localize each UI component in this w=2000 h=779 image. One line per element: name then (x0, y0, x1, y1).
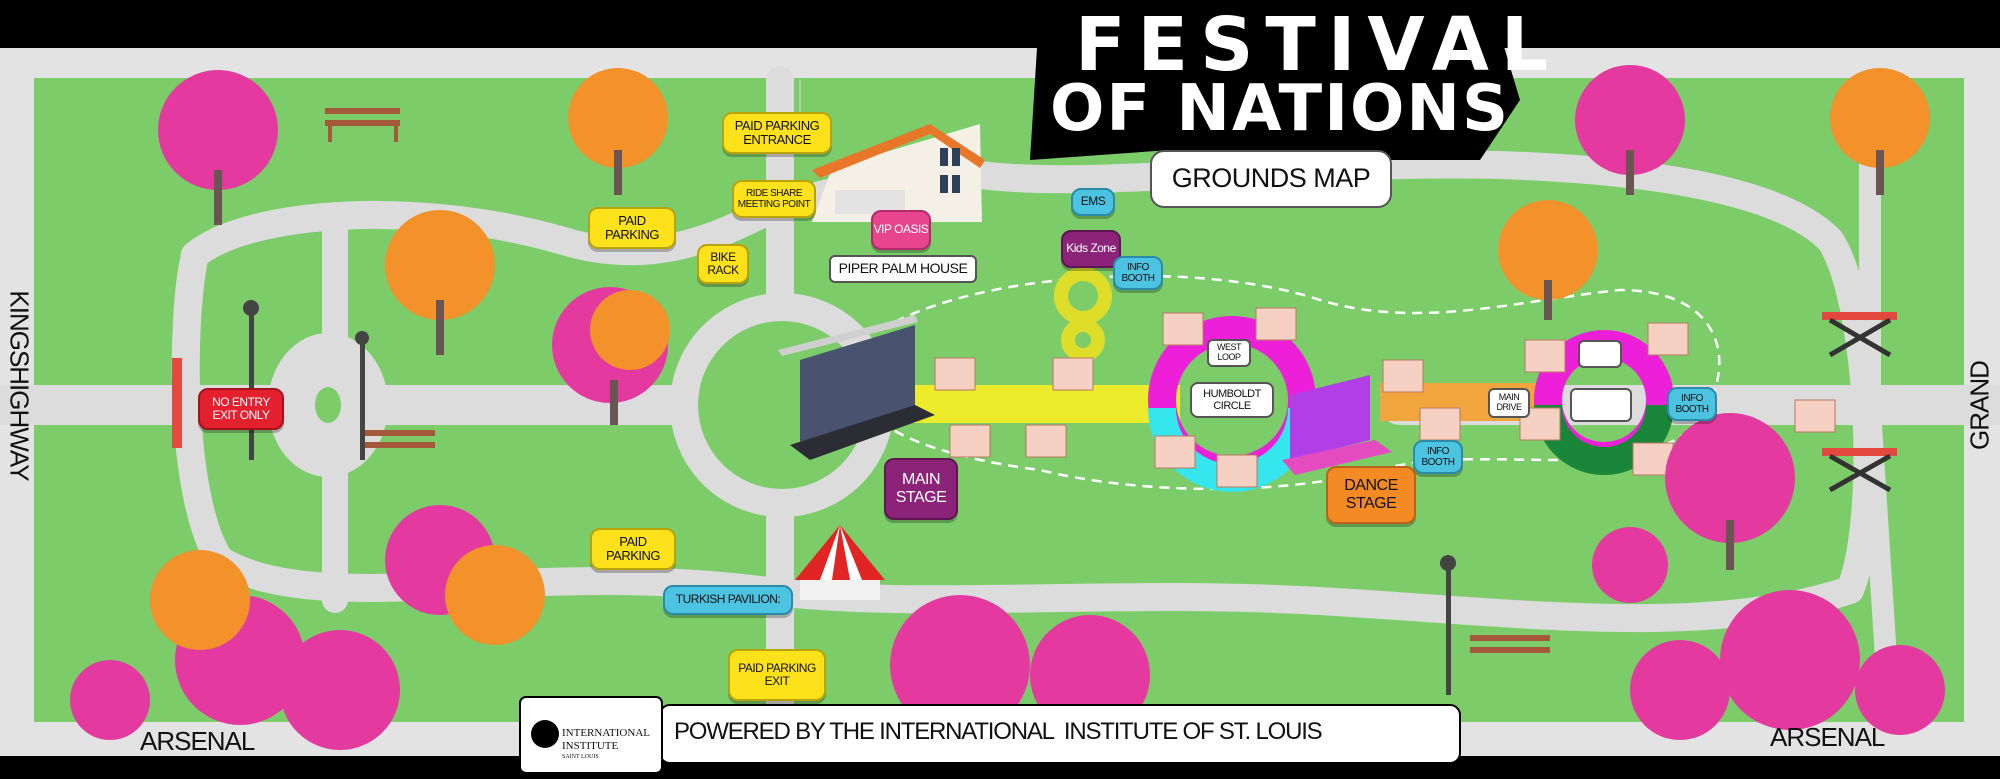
title-line2: OF NATIONS (1050, 72, 1511, 146)
dance-stage-icon (1282, 375, 1392, 475)
info-booth-dance-label[interactable]: INFO BOOTH (1413, 440, 1463, 474)
main-stage-icon (778, 315, 935, 460)
info-booth-east-label[interactable]: INFO BOOTH (1667, 387, 1717, 421)
street-arsenal-left: ARSENAL (140, 726, 255, 756)
street-grand: GRAND (1964, 361, 1995, 450)
kids-zone-label[interactable]: Kids Zone (1061, 230, 1121, 268)
no-entry-barrier (172, 358, 182, 448)
grounds-map-label: GROUNDS MAP (1150, 150, 1392, 208)
west-loop-label[interactable]: WEST LOOP (1207, 339, 1251, 367)
lamps (243, 300, 1456, 695)
no-entry-label[interactable]: NO ENTRY EXIT ONLY (198, 388, 284, 430)
logo-line2: INSTITUTE (562, 740, 619, 752)
street-arsenal-right: ARSENAL (1770, 722, 1885, 752)
paid-parking-entrance-label[interactable]: PAID PARKING ENTRANCE (722, 112, 832, 154)
dance-stage-label[interactable]: DANCE STAGE (1326, 466, 1416, 524)
ride-share-label[interactable]: RIDE SHARE MEETING POINT (732, 180, 816, 218)
paid-parking-bottom-label[interactable]: PAID PARKING (590, 528, 676, 570)
title-line1: FESTIVAL (1075, 2, 1561, 88)
logo-card (519, 696, 663, 774)
logo-line3: SAINT LOUIS (562, 754, 599, 760)
vendor-booths (934, 307, 1836, 488)
paid-parking-exit-label[interactable]: PAID PARKING EXIT (728, 649, 826, 701)
turkish-pavilion-icon (795, 525, 885, 600)
piper-palm-house-icon (812, 124, 985, 222)
east-circle-center-label[interactable] (1570, 388, 1632, 422)
ems-label[interactable]: EMS (1071, 188, 1115, 216)
main-drive-label[interactable]: MAIN DRIVE (1488, 388, 1530, 418)
logo-line1: INTERNATIONAL (562, 727, 650, 739)
powered-by-text: POWERED BY THE INTERNATIONAL INSTITUTE O… (674, 718, 1323, 745)
piper-palm-house-label[interactable]: PIPER PALM HOUSE (829, 255, 977, 283)
globe-icon (531, 720, 559, 748)
vip-oasis-label[interactable]: VIP OASIS (871, 210, 931, 250)
street-kingshighway: KINGSHIGHWAY (4, 290, 35, 481)
east-circle-top-label[interactable] (1578, 340, 1622, 368)
trees (70, 65, 1945, 750)
paid-parking-top-label[interactable]: PAID PARKING (588, 207, 676, 249)
main-stage-label[interactable]: MAIN STAGE (884, 458, 958, 520)
humboldt-circle-label[interactable]: HUMBOLDT CIRCLE (1190, 382, 1274, 418)
info-booth-top-label[interactable]: INFO BOOTH (1113, 256, 1163, 290)
bike-rack-label[interactable]: BIKE RACK (697, 244, 749, 284)
barricades (172, 312, 1897, 493)
title-banner (1030, 0, 1520, 160)
turkish-pavilion-label[interactable]: TURKISH PAVILION: (663, 585, 793, 615)
benches (325, 108, 1550, 653)
